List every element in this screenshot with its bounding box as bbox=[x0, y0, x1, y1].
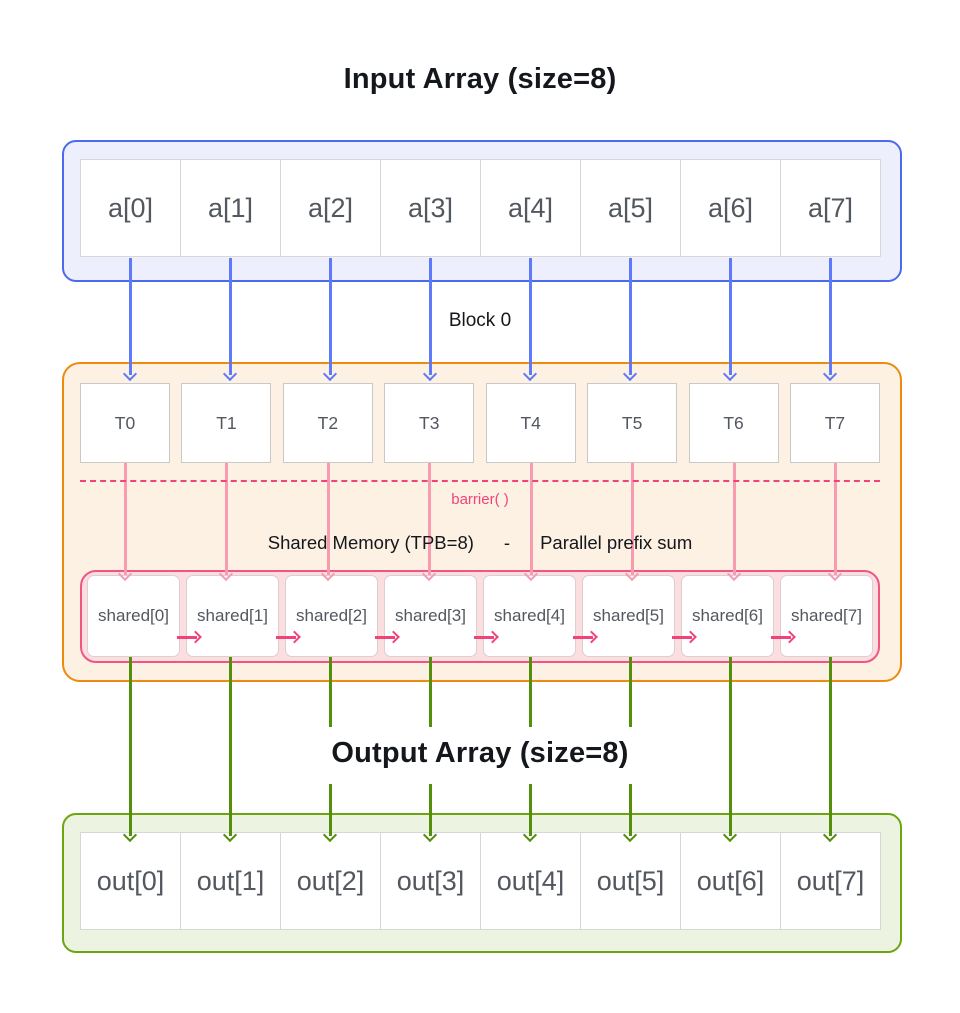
input-to-thread-arrow-7 bbox=[829, 258, 832, 375]
input-cell-3: a[3] bbox=[380, 159, 481, 257]
thread-cell-5: T5 bbox=[587, 383, 678, 463]
prefix-arrow-0 bbox=[177, 636, 197, 639]
shared-memory-caption-dash: - bbox=[503, 532, 511, 553]
shared-memory-caption: Shared Memory (TPB=8) - Parallel prefix … bbox=[0, 532, 960, 554]
shared-to-output-arrow-6 bbox=[729, 657, 732, 836]
thread-to-shared-arrow-3 bbox=[428, 463, 431, 575]
thread-cell-3: T3 bbox=[384, 383, 475, 463]
input-to-thread-arrow-1 bbox=[229, 258, 232, 375]
shared-cell-2: shared[2] bbox=[285, 575, 378, 657]
barrier-dashed-line bbox=[80, 480, 880, 482]
prefix-arrow-2 bbox=[375, 636, 395, 639]
thread-cell-4: T4 bbox=[485, 383, 576, 463]
input-array-cells: a[0] a[1] a[2] a[3] a[4] a[5] a[6] a[7] bbox=[80, 159, 881, 257]
thread-cells: T0 T1 T2 T3 T4 T5 T6 T7 bbox=[80, 383, 880, 463]
shared-cell-6: shared[6] bbox=[681, 575, 774, 657]
shared-cell-7: shared[7] bbox=[780, 575, 873, 657]
output-array-title: Output Array (size=8) bbox=[0, 727, 960, 784]
input-cell-6: a[6] bbox=[680, 159, 781, 257]
thread-to-shared-arrow-2 bbox=[327, 463, 330, 575]
input-to-thread-arrow-2 bbox=[329, 258, 332, 375]
shared-cell-4: shared[4] bbox=[483, 575, 576, 657]
prefix-arrow-3 bbox=[474, 636, 494, 639]
prefix-arrow-6 bbox=[771, 636, 791, 639]
thread-cell-1: T1 bbox=[181, 383, 272, 463]
input-to-thread-arrow-5 bbox=[629, 258, 632, 375]
output-array-title-text: Output Array (size=8) bbox=[315, 727, 645, 784]
output-cell-0: out[0] bbox=[80, 832, 181, 930]
thread-to-shared-arrow-4 bbox=[530, 463, 533, 575]
input-cell-0: a[0] bbox=[80, 159, 181, 257]
prefix-arrow-1 bbox=[276, 636, 296, 639]
shared-cell-1: shared[1] bbox=[186, 575, 279, 657]
input-cell-5: a[5] bbox=[580, 159, 681, 257]
shared-cell-5: shared[5] bbox=[582, 575, 675, 657]
input-cell-1: a[1] bbox=[180, 159, 281, 257]
thread-to-shared-arrow-1 bbox=[225, 463, 228, 575]
block-label: Block 0 bbox=[448, 310, 512, 331]
input-cell-7: a[7] bbox=[780, 159, 881, 257]
thread-to-shared-arrow-5 bbox=[631, 463, 634, 575]
shared-to-output-arrow-0 bbox=[129, 657, 132, 836]
input-array-title: Input Array (size=8) bbox=[343, 63, 617, 95]
thread-cell-6: T6 bbox=[688, 383, 779, 463]
thread-cell-2: T2 bbox=[282, 383, 373, 463]
input-to-thread-arrow-4 bbox=[529, 258, 532, 375]
output-cell-4: out[4] bbox=[480, 832, 581, 930]
output-array-cells: out[0] out[1] out[2] out[3] out[4] out[5… bbox=[80, 832, 881, 930]
thread-cell-0: T0 bbox=[80, 383, 170, 463]
output-cell-1: out[1] bbox=[180, 832, 281, 930]
input-cell-4: a[4] bbox=[480, 159, 581, 257]
input-to-thread-arrow-6 bbox=[729, 258, 732, 375]
output-cell-2: out[2] bbox=[280, 832, 381, 930]
thread-to-shared-arrow-0 bbox=[124, 463, 127, 575]
prefix-arrow-5 bbox=[672, 636, 692, 639]
shared-memory-cells: shared[0] shared[1] shared[2] shared[3] … bbox=[87, 575, 873, 657]
barrier-label: barrier( ) bbox=[451, 491, 509, 508]
shared-memory-caption-right: Parallel prefix sum bbox=[540, 532, 693, 553]
shared-cell-0: shared[0] bbox=[87, 575, 180, 657]
input-to-thread-arrow-3 bbox=[429, 258, 432, 375]
output-cell-6: out[6] bbox=[680, 832, 781, 930]
shared-to-output-arrow-1 bbox=[229, 657, 232, 836]
shared-cell-3: shared[3] bbox=[384, 575, 477, 657]
input-cell-2: a[2] bbox=[280, 159, 381, 257]
prefix-arrow-4 bbox=[573, 636, 593, 639]
shared-memory-caption-left: Shared Memory (TPB=8) bbox=[267, 532, 474, 553]
output-cell-7: out[7] bbox=[780, 832, 881, 930]
output-cell-3: out[3] bbox=[380, 832, 481, 930]
thread-cell-7: T7 bbox=[789, 383, 880, 463]
thread-to-shared-arrow-7 bbox=[834, 463, 837, 575]
shared-to-output-arrow-7 bbox=[829, 657, 832, 836]
thread-to-shared-arrow-6 bbox=[733, 463, 736, 575]
input-to-thread-arrow-0 bbox=[129, 258, 132, 375]
output-cell-5: out[5] bbox=[580, 832, 681, 930]
